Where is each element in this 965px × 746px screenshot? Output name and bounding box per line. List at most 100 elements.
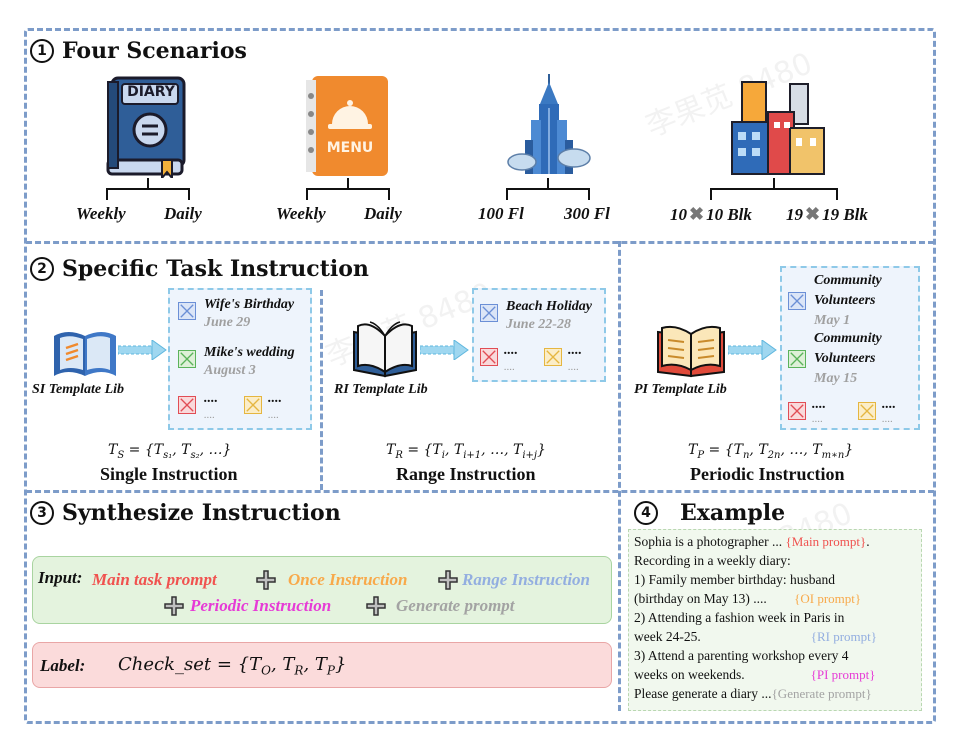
scenario-diary-right: Daily (164, 204, 202, 223)
cross-icon: ✖ (689, 204, 705, 224)
ri-prompt-tag: {RI prompt} (810, 629, 878, 644)
si-item-title: Mike's wedding (204, 345, 295, 360)
si-dots: .... (268, 391, 282, 406)
scenario-city-left-a: 10 (670, 204, 687, 224)
generate-prompt-tag: {Generate prompt} (771, 686, 872, 701)
scenario-city-left-b: 10 Blk (706, 204, 752, 224)
menu-cover-text: MENU (326, 140, 374, 156)
red-check-icon (788, 402, 806, 420)
periodic-instruction-part-label: Periodic Instruction (190, 596, 332, 615)
main-task-prompt-label: Main task prompt (92, 570, 217, 589)
section-number: 4 (634, 501, 658, 525)
ri-formula: TR = {Ti, Ti+1, …, Ti+j} (386, 442, 546, 461)
yellow-check-icon (858, 402, 876, 420)
range-instruction-part-label: Range Instruction (462, 570, 591, 589)
open-book-icon (50, 326, 120, 378)
scenario-city-right-a: 19 (786, 204, 803, 224)
si-item-title: Wife's Birthday (204, 297, 295, 312)
ri-template-lib-label: RI Template Lib (334, 382, 428, 397)
city-blocks-icon (728, 76, 828, 176)
generate-prompt-label: Generate prompt (396, 596, 515, 615)
open-book-icon (656, 322, 726, 378)
pi-dots-sub: .... (882, 413, 893, 425)
check-set-formula: Check_set = {TO, TR, TP} (118, 654, 347, 678)
ri-item-date: June 22-28 (506, 317, 571, 332)
single-instruction-label: Single Instruction (100, 464, 238, 484)
plus-icon (438, 570, 458, 590)
pi-item-title-1: Community (814, 331, 882, 346)
outer-frame (24, 28, 936, 724)
example-line: 1) Family member birthday: husband (634, 572, 835, 587)
skyscraper-icon (506, 74, 592, 178)
si-item-date: August 3 (204, 363, 256, 378)
si-dots-sub: .... (204, 409, 215, 421)
scenario-menu-left: Weekly (276, 204, 326, 223)
pi-prompt-tag: {PI prompt} (810, 667, 876, 682)
oi-prompt-tag: {OI prompt} (794, 591, 862, 606)
scenario-city-right-b: 19 Blk (822, 204, 868, 224)
pi-item-title-2: Volunteers (814, 293, 876, 308)
divider-single-range (320, 290, 323, 490)
arrow-icon (420, 340, 469, 360)
plus-icon (256, 570, 276, 590)
si-dots: .... (204, 391, 218, 406)
example-box (628, 529, 922, 711)
section-title-text: Example (680, 500, 786, 526)
cross-icon: ✖ (805, 204, 821, 224)
pi-item-title-1: Community (814, 273, 882, 288)
scenario-menu-right: Daily (364, 204, 402, 223)
blue-check-icon (788, 292, 806, 310)
arrow-icon (118, 340, 167, 360)
arrow-icon (728, 340, 777, 360)
ri-template-card (472, 288, 606, 382)
section-3-title: 3 Synthesize Instruction (30, 500, 341, 526)
divider-range-periodic (618, 241, 621, 711)
range-instruction-label: Range Instruction (396, 464, 536, 484)
scenario-city-left: 10 ✖ 10 Blk (670, 204, 752, 225)
label-box (32, 642, 612, 688)
pi-item-date: May 1 (814, 313, 851, 328)
example-line: Sophia is a photographer ... {Main promp… (634, 534, 870, 549)
section-1-title: 1 Four Scenarios (30, 38, 247, 64)
red-check-icon (480, 348, 498, 366)
si-dots-sub: .... (268, 409, 279, 421)
label-label: Label: (40, 656, 86, 675)
scenario-diary-left: Weekly (76, 204, 126, 223)
divider-s1-s2 (26, 241, 934, 244)
pi-formula: TP = {Tn, T2n, …, Tm∗n} (688, 442, 854, 461)
section-2-title: 2 Specific Task Instruction (30, 256, 369, 282)
input-box (32, 556, 612, 624)
pi-template-lib-label: PI Template Lib (634, 382, 727, 397)
green-check-icon (788, 350, 806, 368)
periodic-instruction-label: Periodic Instruction (690, 464, 845, 484)
section-title-text: Specific Task Instruction (62, 256, 369, 282)
example-line: week 24-25.{RI prompt} (634, 629, 878, 644)
ri-dots: .... (568, 343, 582, 358)
pi-dots-sub: .... (812, 413, 823, 425)
example-line: (birthday on May 13) .... {OI prompt} (634, 591, 862, 606)
blue-check-icon (178, 302, 196, 320)
blue-check-icon (480, 304, 498, 322)
once-instruction-label: Once Instruction (288, 570, 408, 589)
main-prompt-tag: {Main prompt} (785, 534, 867, 549)
si-formula: TS = {Ts₁, Ts₂, …} (108, 442, 232, 461)
scenario-bracket (106, 178, 190, 200)
section-title-text: Four Scenarios (62, 38, 247, 64)
green-check-icon (178, 350, 196, 368)
input-label: Input: (38, 568, 83, 587)
scenario-bracket (506, 178, 590, 200)
section-title-text: Synthesize Instruction (62, 500, 341, 526)
scenario-sky-left: 100 Fl (478, 204, 524, 223)
example-line: 3) Attend a parenting workshop every 4 (634, 648, 849, 663)
plus-icon (164, 596, 184, 616)
scenario-sky-right: 300 Fl (564, 204, 610, 223)
yellow-check-icon (544, 348, 562, 366)
scenario-city-right: 19 ✖ 19 Blk (786, 204, 868, 225)
red-check-icon (178, 396, 196, 414)
ri-item-title: Beach Holiday (506, 299, 592, 314)
pi-item-title-2: Volunteers (814, 351, 876, 366)
diary-cover-text: DIARY (127, 84, 175, 100)
open-book-icon (350, 318, 420, 380)
ri-dots: .... (504, 343, 518, 358)
divider-s2-s3 (26, 490, 934, 493)
